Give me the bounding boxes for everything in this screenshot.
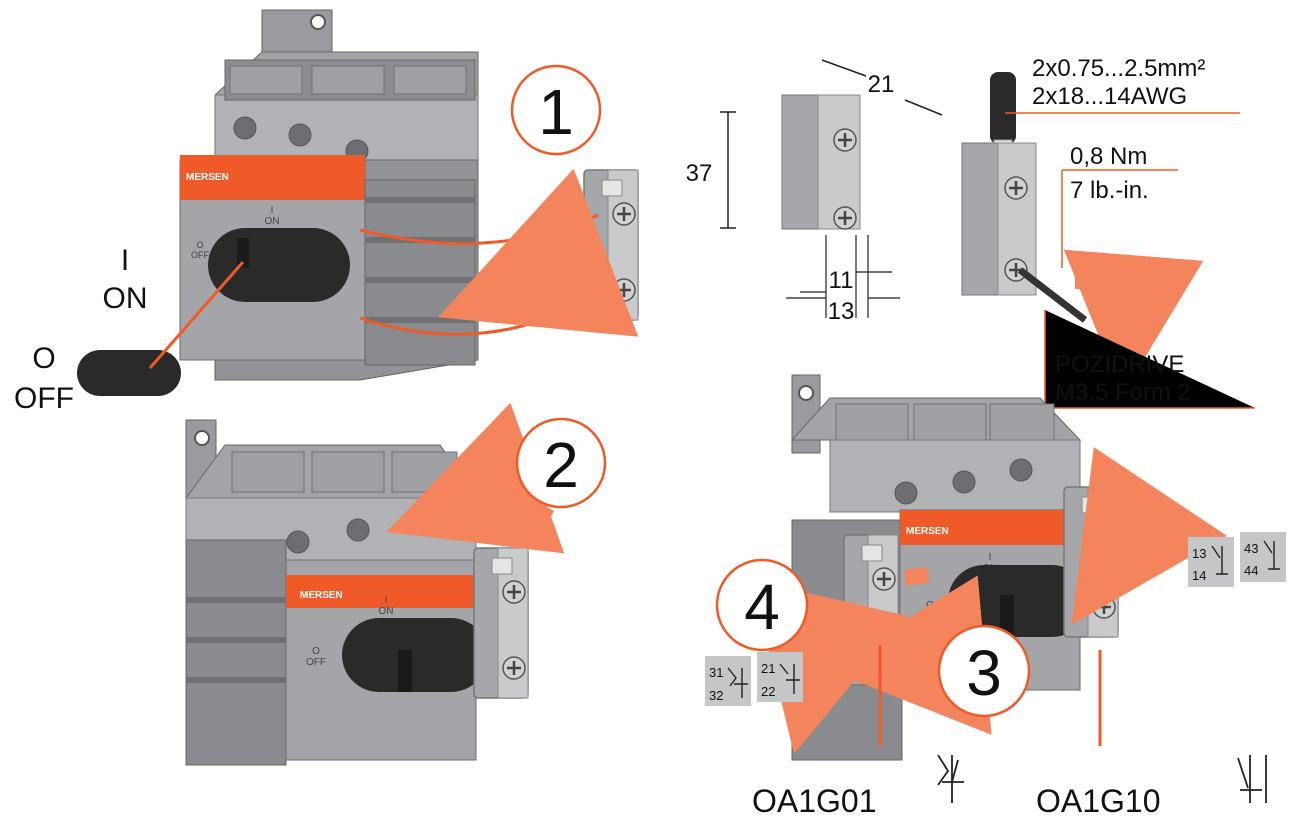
step-3-badge [937, 624, 1031, 718]
step-2-badge [515, 417, 607, 509]
switch-off-o: O [196, 240, 203, 250]
auxiliary-contact-nc [844, 535, 898, 685]
contact-22: 22 [761, 684, 775, 699]
dim-depth: 21 [868, 71, 895, 98]
part-nc-model: OA1G01 [752, 783, 877, 816]
push-arrows [905, 575, 928, 662]
switch-2-off-text: OFF [306, 657, 326, 668]
contact-31: 31 [709, 665, 723, 680]
dimension-drawing: 21 37 11 13 [686, 59, 943, 325]
brand-label: MERSEN [186, 172, 229, 183]
contact-32: 32 [709, 688, 723, 703]
contact-43: 43 [1244, 541, 1258, 556]
switch-3-off-o: O [926, 600, 934, 611]
torque-lbin: 7 lb.-in. [1070, 177, 1149, 204]
contact-44: 44 [1244, 563, 1258, 578]
step-4-number: 4 [744, 571, 780, 643]
step-4-badge [715, 558, 809, 652]
legend-on-text: ON [103, 282, 148, 315]
rotate-arrow-no [1071, 447, 1227, 625]
dim-outer-width: 13 [828, 298, 855, 325]
contact-tags: 31 32 21 22 13 14 43 44 [705, 532, 1286, 706]
insert-arrow [437, 168, 639, 337]
rotary-handle [208, 228, 350, 302]
auxiliary-contact-no [1064, 487, 1118, 637]
switch-step-2: MERSEN I ON O OFF [185, 419, 488, 766]
dim-inner-width: 11 [829, 267, 854, 294]
contact-21: 21 [761, 661, 775, 676]
no-contact-symbol [1237, 755, 1267, 803]
switch-2-off-o: O [312, 646, 320, 657]
brand-label-2: MERSEN [300, 590, 343, 601]
switch-step-1: MERSEN I ON O OFF [179, 9, 479, 381]
switch-off-text: OFF [191, 250, 209, 260]
part-no-model: OA1G10 [1036, 783, 1161, 816]
contact-13: 13 [1192, 546, 1206, 561]
switch-on-i: I [271, 205, 274, 216]
nc-contact-symbol [937, 754, 964, 803]
driver-type: POZIDRIVE [1055, 351, 1184, 378]
step-2-number: 2 [543, 429, 579, 501]
torque-nm: 0,8 Nm [1070, 143, 1147, 170]
switch-3-on-i: I [989, 552, 992, 563]
switch-2-on-i: I [385, 595, 388, 606]
brand-label-3: MERSEN [906, 526, 949, 537]
switch-on-text: ON [265, 216, 280, 227]
switch-step-3-4: MERSEN I ON O OFF [790, 374, 1088, 761]
step-1-badge [510, 64, 602, 156]
auxiliary-contact-step-1 [584, 170, 638, 320]
handle-leader-line [148, 261, 245, 369]
legend-on-i: I [121, 244, 129, 277]
rotary-handle-2 [342, 618, 488, 692]
driver-size: M3.5 Form 2 [1055, 379, 1191, 406]
auxiliary-contact-step-2 [474, 548, 528, 698]
step-3-number: 3 [966, 637, 1002, 709]
handle-legend-icon [77, 350, 181, 396]
wire-size-awg: 2x18...14AWG [1032, 83, 1187, 110]
wire-size-metric: 2x0.75...2.5mm² [1032, 55, 1205, 82]
switch-3-off-text: OFF [920, 611, 940, 622]
step-1-number: 1 [538, 76, 574, 148]
dim-height: 37 [686, 160, 713, 187]
legend-off-o: O [32, 342, 55, 375]
wiring-drawing: 2x0.75...2.5mm² 2x18...14AWG 0,8 Nm 7 lb… [961, 55, 1255, 409]
switch-2-on-text: ON [379, 606, 394, 617]
rotate-arrow [386, 402, 565, 554]
legend-off-text: OFF [14, 382, 74, 415]
contact-14: 14 [1192, 568, 1206, 583]
